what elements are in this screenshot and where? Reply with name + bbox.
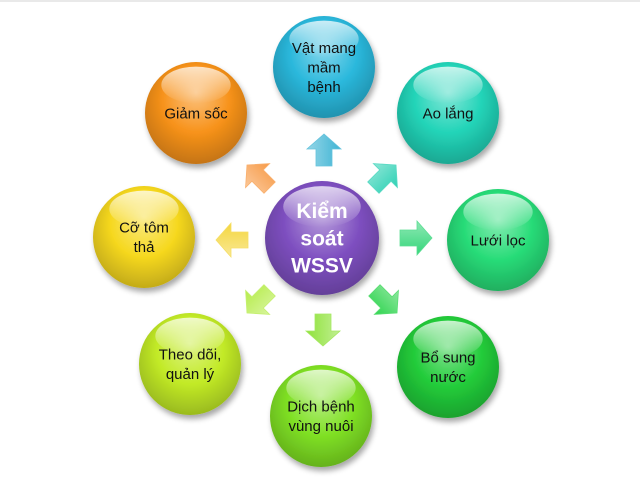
node-theo-doi-quan-ly-label-line: quản lý [166,366,215,383]
node-luoi-loc: Lưới lọc [447,189,549,291]
arrow-right-icon [399,219,433,257]
node-vat-mang-mam-benh: Vật mang mầm bệnh [273,16,375,118]
node-bo-sung-nuoc-label-line: nước [430,369,466,386]
top-divider [0,0,640,2]
arrow-up-left-icon [245,163,276,194]
node-giam-soc-highlight [161,66,231,104]
node-ao-lang-label-line: Ao lắng [423,105,474,122]
node-co-tom-tha-label-line: Cỡ tôm [119,220,169,237]
arrow-down-right-icon [368,284,399,315]
node-bo-sung-nuoc-highlight [413,320,483,358]
arrows [215,133,433,347]
arrow-down-icon [304,313,342,347]
node-dich-benh-vung-nuoi-label-line: Dịch bệnh [287,399,355,416]
node-theo-doi-quan-ly-label-line: Theo dõi, [159,347,222,364]
node-bo-sung-nuoc-label-line: Bổ sung [420,350,475,367]
arrow-left-icon [215,221,249,259]
node-vat-mang-mam-benh-label-line: Vật mang [292,40,356,57]
center-node-kiem-soat-wssv-label-line: soát [300,227,343,250]
node-co-tom-tha-highlight [109,190,179,228]
node-theo-doi-quan-ly: Theo dõi, quản lý [139,313,241,415]
center-node-kiem-soat-wssv-label-line: Kiểm [296,200,347,223]
node-luoi-loc-label-line: Lưới lọc [471,232,526,249]
node-theo-doi-quan-ly-highlight [155,317,225,355]
arrow-up-right-icon [367,163,398,194]
node-vat-mang-mam-benh-highlight [289,20,359,58]
node-bo-sung-nuoc: Bổ sung nước [397,316,499,418]
arrow-up-icon [305,133,343,167]
node-giam-soc-label-line: Giảm sốc [164,105,228,122]
center-node-kiem-soat-wssv-highlight [283,186,361,228]
node-vat-mang-mam-benh-label-line: bệnh [307,79,340,96]
node-luoi-loc-highlight [463,193,533,231]
node-ao-lang: Ao lắng [397,62,499,164]
node-co-tom-tha: Cỡ tôm thả [93,186,195,288]
node-dich-benh-vung-nuoi: Dịch bệnh vùng nuôi [270,365,372,467]
node-dich-benh-vung-nuoi-highlight [286,369,356,407]
node-giam-soc: Giảm sốc [145,62,247,164]
node-dich-benh-vung-nuoi-label-line: vùng nuôi [288,418,353,435]
node-vat-mang-mam-benh-label-line: mầm [307,59,340,76]
node-ao-lang-highlight [413,66,483,104]
node-co-tom-tha-label-line: thả [134,239,156,256]
arrow-down-left-icon [245,284,276,315]
center-node-kiem-soat-wssv-label-line: WSSV [291,255,353,278]
